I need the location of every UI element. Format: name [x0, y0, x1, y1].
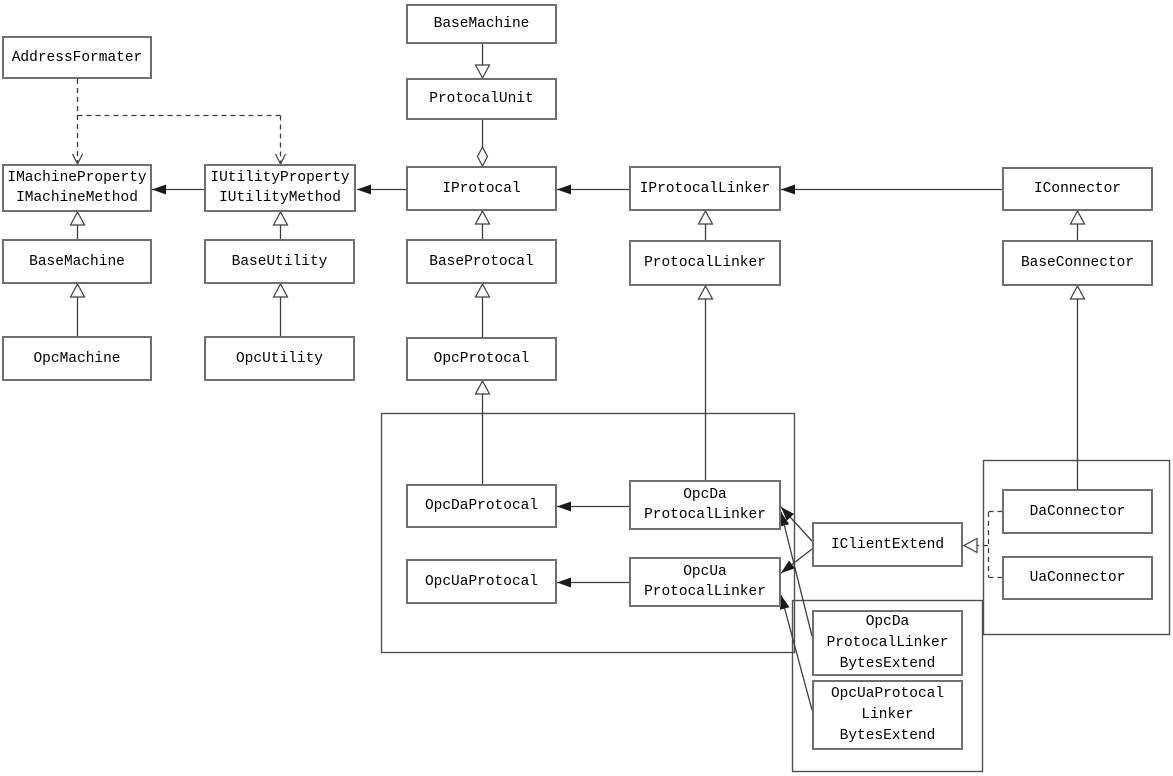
group-box-connectors — [982, 459, 1171, 636]
class-label: BaseMachine — [433, 16, 530, 32]
class-opcua-protocallinker: OpcUa ProtocalLinker — [629, 557, 781, 607]
class-label: OpcProtocal — [433, 351, 530, 367]
class-iprotocal: IProtocal — [406, 166, 557, 211]
class-uaconnector: UaConnector — [1002, 556, 1153, 600]
class-label: OpcDa — [865, 613, 910, 630]
class-label: IMachineMethod — [16, 190, 138, 206]
edge-iclientextend-to-opcdaprotocallinker — [780, 506, 813, 542]
class-label: ProtocalLinker — [644, 507, 766, 523]
class-label: IMachineProperty — [7, 170, 147, 186]
class-label: ProtocalLinker — [826, 634, 949, 651]
class-addressformater: AddressFormater — [2, 36, 152, 79]
class-label: IUtilityProperty — [210, 170, 350, 186]
class-label: UaConnector — [1029, 570, 1126, 586]
class-label: IUtilityMethod — [219, 190, 341, 206]
class-imachineproperty-imachinemethod: IMachineProperty IMachineMethod — [2, 164, 152, 212]
class-label: OpcUaProtocal — [424, 573, 539, 590]
group-box-bytes-extend — [791, 599, 984, 773]
class-label: DaConnector — [1029, 503, 1126, 520]
edge-opcdabytesextend-to-opcdaprotocallinker — [779, 511, 813, 637]
class-label: OpcUaProtocal — [830, 685, 945, 702]
class-label: IClientExtend — [830, 536, 945, 553]
class-baseutility: BaseUtility — [204, 239, 355, 284]
class-label: OpcUtility — [235, 350, 323, 367]
class-label: IConnector — [1033, 181, 1121, 197]
class-label: BytesExtend — [839, 655, 936, 672]
class-opcda-protocallinker: OpcDa ProtocalLinker — [629, 480, 781, 530]
class-iclientextend: IClientExtend — [812, 522, 963, 567]
class-label: IProtocal — [442, 180, 521, 197]
class-label: BaseProtocal — [429, 253, 534, 270]
class-baseprotocal: BaseProtocal — [406, 239, 557, 284]
class-protocallinker: ProtocalLinker — [629, 240, 781, 286]
class-baseconnector: BaseConnector — [1002, 240, 1153, 286]
class-label: AddressFormater — [11, 49, 143, 66]
class-label: BaseMachine — [29, 253, 125, 270]
class-iprotocallinker: IProtocalLinker — [629, 166, 781, 211]
class-iutilityproperty-iutilitymethod: IUtilityProperty IUtilityMethod — [204, 164, 356, 212]
class-label: OpcMachine — [33, 350, 121, 367]
class-label: ProtocalUnit — [429, 91, 534, 107]
class-opcuaprotocal-linker-bytesextend: OpcUaProtocal Linker BytesExtend — [812, 680, 963, 750]
class-opcutility: OpcUtility — [204, 336, 355, 381]
class-opcuaprotocal: OpcUaProtocal — [406, 559, 557, 604]
edge-iclientextend-to-opcuaprotocallinker — [780, 548, 813, 574]
class-label: Linker — [861, 706, 914, 723]
class-iconnector: IConnector — [1002, 167, 1153, 211]
class-basemachine-top: BaseMachine — [406, 4, 557, 44]
class-label: BytesExtend — [839, 727, 936, 744]
class-daconnector: DaConnector — [1002, 489, 1153, 534]
class-label: ProtocalLinker — [644, 255, 766, 271]
edge-opcuabytesextend-to-opcuaprotocallinker — [779, 594, 813, 711]
class-label: IProtocalLinker — [639, 180, 771, 197]
class-opcdaprotocal: OpcDaProtocal — [406, 484, 557, 528]
class-protocalunit: ProtocalUnit — [406, 78, 557, 120]
class-opcda-protocallinker-bytesextend: OpcDa ProtocalLinker BytesExtend — [812, 610, 963, 676]
class-label: OpcUa — [683, 564, 727, 580]
class-label: ProtocalLinker — [644, 584, 766, 600]
class-opcprotocal: OpcProtocal — [406, 337, 557, 381]
class-basemachine: BaseMachine — [2, 239, 152, 284]
class-label: OpcDaProtocal — [424, 498, 539, 514]
class-label: OpcDa — [683, 487, 727, 503]
class-opcmachine: OpcMachine — [2, 336, 152, 381]
class-label: BaseConnector — [1020, 255, 1135, 271]
class-label: BaseUtility — [231, 253, 328, 270]
group-box-opc-protocal-linker — [380, 412, 796, 654]
